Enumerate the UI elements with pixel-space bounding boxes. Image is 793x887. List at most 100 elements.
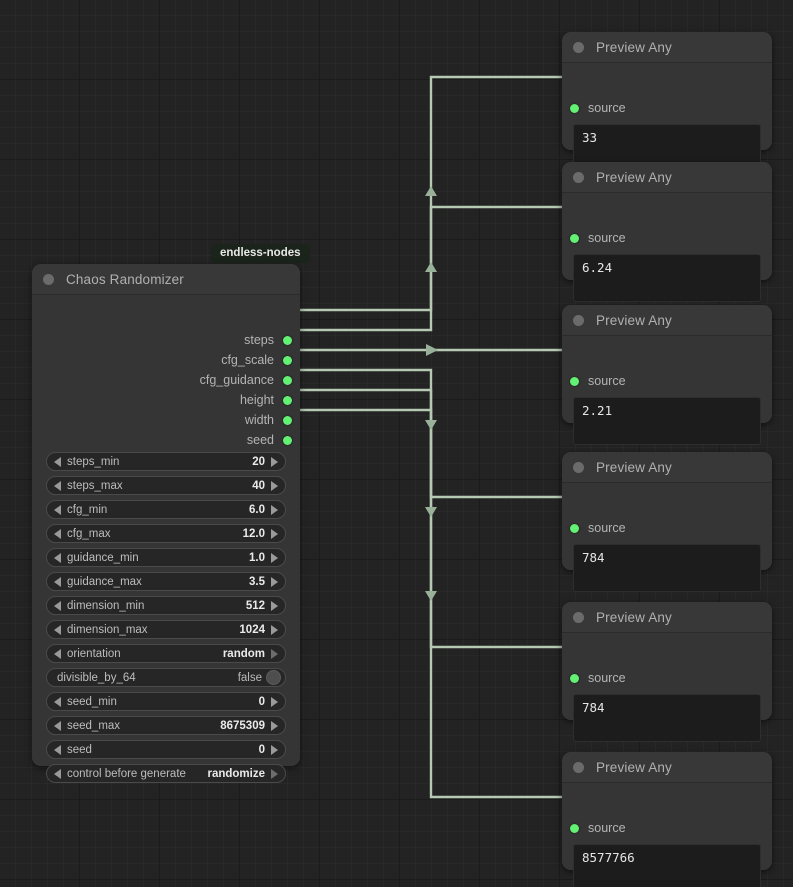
increment-arrow-icon[interactable] <box>271 600 278 611</box>
preview-text-output[interactable]: 784 <box>573 544 761 592</box>
node-preview-any-2[interactable]: Preview Any source 6.24 <box>562 162 772 302</box>
collapse-dot-icon[interactable] <box>573 314 584 326</box>
increment-arrow-icon[interactable] <box>271 720 278 731</box>
node-header[interactable]: Preview Any <box>562 32 772 63</box>
collapse-dot-icon[interactable] <box>573 611 584 623</box>
increment-arrow-icon[interactable] <box>271 528 278 539</box>
output-dot-icon[interactable] <box>283 335 292 345</box>
output-dot-icon[interactable] <box>283 435 292 445</box>
output-slot-height[interactable]: height <box>240 390 300 410</box>
widget-cfg-min[interactable]: cfg_min 6.0 <box>46 500 286 519</box>
decrement-arrow-icon[interactable] <box>54 600 61 611</box>
widget-steps-min[interactable]: steps_min 20 <box>46 452 286 471</box>
decrement-arrow-icon[interactable] <box>54 696 61 707</box>
node-chaos-randomizer[interactable]: Chaos Randomizer steps cfg_scale cfg_gui… <box>32 264 300 783</box>
previous-option-arrow-icon[interactable] <box>54 648 61 659</box>
widget-value[interactable]: 0 <box>258 695 265 708</box>
widget-seed[interactable]: seed 0 <box>46 740 286 759</box>
output-slot-cfg-scale[interactable]: cfg_scale <box>221 350 300 370</box>
widget-value[interactable]: 1024 <box>239 623 265 636</box>
widget-control-before-generate[interactable]: control before generate randomize <box>46 764 286 783</box>
output-slot-steps[interactable]: steps <box>244 330 300 350</box>
preview-text-output[interactable]: 784 <box>573 694 761 742</box>
output-dot-icon[interactable] <box>283 395 292 405</box>
increment-arrow-icon[interactable] <box>271 624 278 635</box>
input-dot-icon[interactable] <box>570 376 579 386</box>
widget-value[interactable]: randomize <box>207 767 265 780</box>
toggle-knob-icon[interactable] <box>266 670 281 685</box>
node-header[interactable]: Preview Any <box>562 162 772 193</box>
next-option-arrow-icon[interactable] <box>271 648 278 659</box>
widget-value[interactable]: 20 <box>252 455 265 468</box>
preview-text-output[interactable]: 6.24 <box>573 254 761 302</box>
input-slot-source[interactable]: source <box>562 818 626 838</box>
widget-value[interactable]: 6.0 <box>249 503 265 516</box>
node-preview-any-6[interactable]: Preview Any source 8577766 <box>562 752 772 887</box>
output-slot-width[interactable]: width <box>245 410 300 430</box>
input-dot-icon[interactable] <box>570 523 579 533</box>
decrement-arrow-icon[interactable] <box>54 576 61 587</box>
widget-guidance-max[interactable]: guidance_max 3.5 <box>46 572 286 591</box>
increment-arrow-icon[interactable] <box>271 696 278 707</box>
widget-seed-min[interactable]: seed_min 0 <box>46 692 286 711</box>
input-slot-source[interactable]: source <box>562 98 626 118</box>
node-header[interactable]: Preview Any <box>562 602 772 633</box>
output-dot-icon[interactable] <box>283 355 292 365</box>
node-header[interactable]: Preview Any <box>562 305 772 336</box>
output-dot-icon[interactable] <box>283 415 292 425</box>
output-slot-seed[interactable]: seed <box>247 430 300 450</box>
input-slot-source[interactable]: source <box>562 518 626 538</box>
input-slot-source[interactable]: source <box>562 228 626 248</box>
collapse-dot-icon[interactable] <box>573 761 584 773</box>
increment-arrow-icon[interactable] <box>271 504 278 515</box>
increment-arrow-icon[interactable] <box>271 456 278 467</box>
output-slot-cfg-guidance[interactable]: cfg_guidance <box>200 370 300 390</box>
widget-divisible-by-64[interactable]: divisible_by_64 false <box>46 668 286 687</box>
decrement-arrow-icon[interactable] <box>54 456 61 467</box>
widget-value[interactable]: 0 <box>258 743 265 756</box>
node-preview-any-1[interactable]: Preview Any source 33 <box>562 32 772 172</box>
widget-value[interactable]: 1.0 <box>249 551 265 564</box>
decrement-arrow-icon[interactable] <box>54 504 61 515</box>
widget-value[interactable]: 40 <box>252 479 265 492</box>
widget-value[interactable]: 12.0 <box>242 527 265 540</box>
node-preview-any-4[interactable]: Preview Any source 784 <box>562 452 772 592</box>
decrement-arrow-icon[interactable] <box>54 624 61 635</box>
node-preview-any-3[interactable]: Preview Any source 2.21 <box>562 305 772 445</box>
input-slot-source[interactable]: source <box>562 668 626 688</box>
increment-arrow-icon[interactable] <box>271 744 278 755</box>
collapse-dot-icon[interactable] <box>43 273 54 285</box>
input-dot-icon[interactable] <box>570 233 579 243</box>
node-header[interactable]: Preview Any <box>562 752 772 783</box>
preview-text-output[interactable]: 8577766 <box>573 844 761 887</box>
collapse-dot-icon[interactable] <box>573 461 584 473</box>
decrement-arrow-icon[interactable] <box>54 480 61 491</box>
preview-text-output[interactable]: 2.21 <box>573 397 761 445</box>
decrement-arrow-icon[interactable] <box>54 744 61 755</box>
widget-dimension-min[interactable]: dimension_min 512 <box>46 596 286 615</box>
output-dot-icon[interactable] <box>283 375 292 385</box>
widget-guidance-min[interactable]: guidance_min 1.0 <box>46 548 286 567</box>
increment-arrow-icon[interactable] <box>271 576 278 587</box>
node-header[interactable]: Chaos Randomizer <box>32 264 300 295</box>
increment-arrow-icon[interactable] <box>271 480 278 491</box>
widget-cfg-max[interactable]: cfg_max 12.0 <box>46 524 286 543</box>
decrement-arrow-icon[interactable] <box>54 720 61 731</box>
decrement-arrow-icon[interactable] <box>54 528 61 539</box>
widget-value[interactable]: random <box>222 647 265 660</box>
decrement-arrow-icon[interactable] <box>54 552 61 563</box>
previous-option-arrow-icon[interactable] <box>54 768 61 779</box>
next-option-arrow-icon[interactable] <box>271 768 278 779</box>
collapse-dot-icon[interactable] <box>573 41 584 53</box>
node-preview-any-5[interactable]: Preview Any source 784 <box>562 602 772 742</box>
widget-seed-max[interactable]: seed_max 8675309 <box>46 716 286 735</box>
input-dot-icon[interactable] <box>570 823 579 833</box>
increment-arrow-icon[interactable] <box>271 552 278 563</box>
widget-steps-max[interactable]: steps_max 40 <box>46 476 286 495</box>
node-header[interactable]: Preview Any <box>562 452 772 483</box>
widget-orientation[interactable]: orientation random <box>46 644 286 663</box>
input-dot-icon[interactable] <box>570 673 579 683</box>
widget-value[interactable]: 3.5 <box>249 575 265 588</box>
collapse-dot-icon[interactable] <box>573 171 584 183</box>
